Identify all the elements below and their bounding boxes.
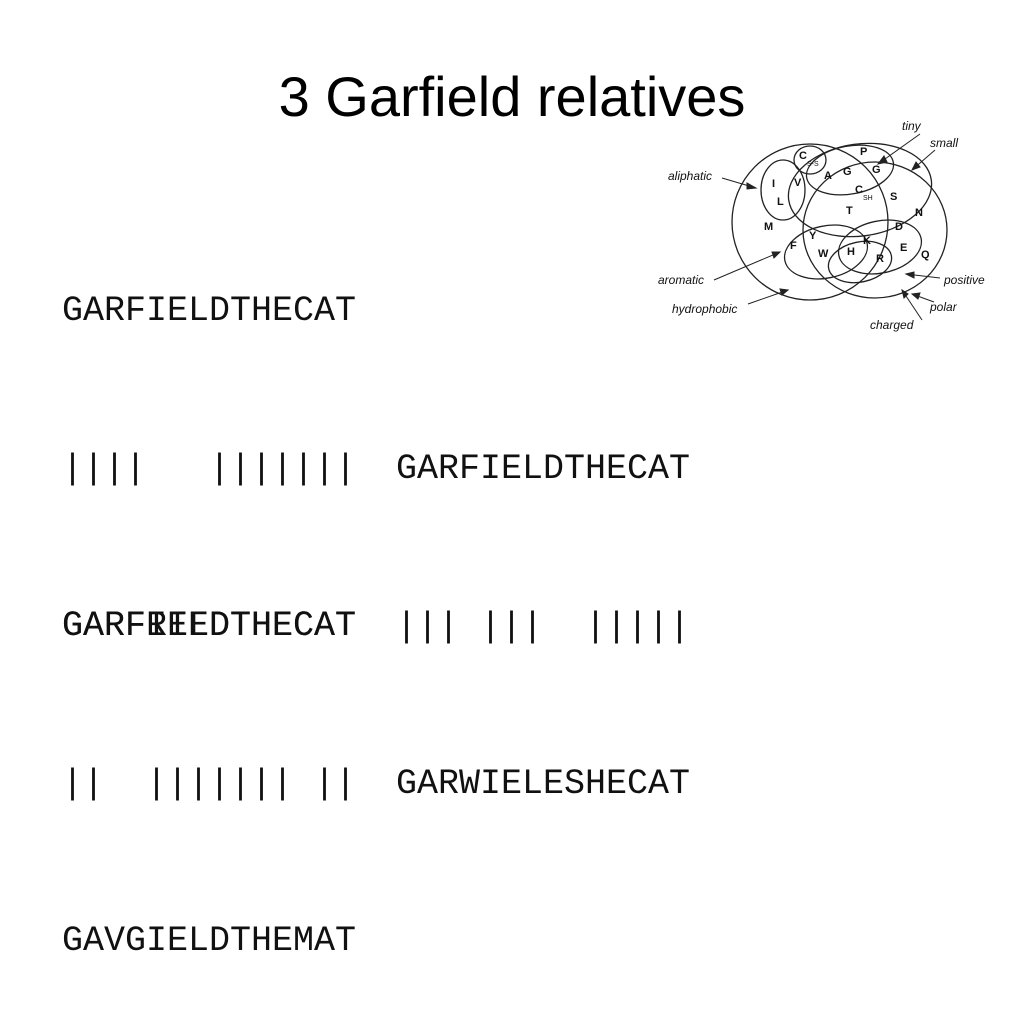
small-set — [787, 142, 933, 238]
residue-E: E — [900, 242, 907, 254]
residue-ss-subscript: S-S — [807, 161, 819, 168]
alignment-1: GARFIELDTHECAT |||| ||||||| GARFRIEDTHEC… — [62, 180, 356, 705]
label-aliphatic: aliphatic — [668, 169, 712, 183]
residue-C-ss: C — [799, 150, 807, 162]
alignment-2-match-bars: ||| ||| ||||| — [396, 606, 691, 647]
amino-acid-venn-diagram: tiny small aliphatic aromatic hydrophobi… — [658, 119, 985, 332]
residue-H: H — [847, 246, 855, 258]
residue-M: M — [764, 221, 773, 233]
residue-sh-subscript: SH — [863, 195, 873, 202]
charged-set — [837, 219, 923, 275]
alignment-3-seq1: GARFIELDTHECAT — [62, 606, 357, 646]
hydrophobic-set — [731, 143, 889, 301]
label-positive: positive — [943, 273, 985, 287]
polar-set — [802, 161, 948, 299]
alignment-1-match-bars: |||| ||||||| — [62, 448, 357, 489]
residue-L: L — [777, 196, 784, 208]
residue-I: I — [772, 178, 775, 190]
residue-F: F — [790, 240, 797, 252]
residue-W: W — [818, 248, 829, 260]
label-charged: charged — [870, 318, 914, 332]
alignment-3: GARFIELDTHECAT || ||||||| || GAVGIELDTHE… — [62, 495, 356, 1020]
residue-G2: G — [872, 164, 881, 176]
positive-set — [827, 240, 893, 284]
aliphatic-set — [760, 159, 806, 221]
alignment-3-match-bars: || ||||||| || — [62, 763, 357, 804]
tiny-set — [805, 144, 895, 196]
alignment-2-seq1: GARFIELDTHECAT — [396, 449, 691, 489]
label-polar: polar — [929, 300, 958, 314]
alignment-1-seq1: GARFIELDTHECAT — [62, 291, 357, 331]
residue-G: G — [843, 166, 852, 178]
residue-K: K — [863, 235, 871, 247]
residue-A: A — [824, 170, 832, 182]
cysteine-set — [793, 145, 827, 175]
residue-N: N — [915, 207, 923, 219]
residue-R: R — [876, 253, 884, 265]
alignment-2: GARFIELDTHECAT ||| ||| ||||| GARWIELESHE… — [396, 338, 690, 863]
residue-Q: Q — [921, 249, 930, 261]
residue-Y: Y — [809, 230, 817, 242]
residue-T: T — [846, 205, 853, 217]
label-tiny: tiny — [902, 119, 922, 133]
alignment-1-seq2: GARFRIEDTHECAT — [62, 606, 357, 646]
residue-P: P — [860, 146, 867, 158]
slide-title: 3 Garfield relatives — [278, 65, 746, 128]
aromatic-set — [783, 224, 869, 280]
alignment-3-seq2: GAVGIELDTHEMAT — [62, 921, 357, 961]
residue-C-sh: C — [855, 184, 863, 196]
residue-V: V — [794, 177, 802, 189]
alignment-2-seq2: GARWIELESHECAT — [396, 764, 691, 804]
label-aromatic: aromatic — [658, 273, 704, 287]
label-hydrophobic: hydrophobic — [672, 302, 737, 316]
residue-D: D — [895, 221, 903, 233]
residue-S: S — [890, 191, 897, 203]
label-small: small — [930, 136, 958, 150]
